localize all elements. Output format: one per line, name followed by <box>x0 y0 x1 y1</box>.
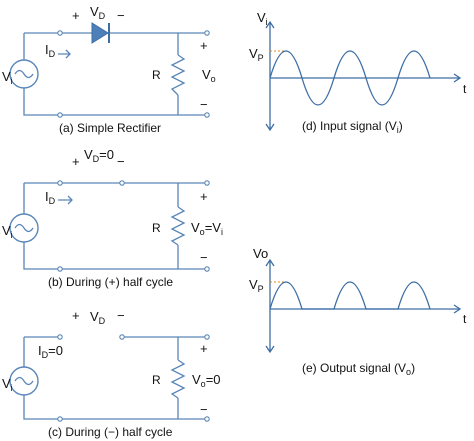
diode-b-minus: − <box>117 154 125 169</box>
graph-e-t-label: t <box>463 312 467 326</box>
diode-a-vd: VD <box>90 4 106 21</box>
source-b-label: Vi <box>2 223 13 240</box>
terminal-a-top <box>204 30 210 36</box>
graph-e-peak-label: VP <box>249 277 264 294</box>
source-c-label: Vi <box>2 376 13 393</box>
circuit-a: + VD − ID Vi R Vo + − (a) Simple Rectifi… <box>2 4 216 135</box>
diode-b-plus: + <box>72 154 80 169</box>
current-arrow-b-icon <box>58 195 73 205</box>
diode-b-vd: VD=0 <box>84 147 114 164</box>
terminal-b-bottom <box>204 266 210 272</box>
resistor-b-label: R <box>152 221 161 235</box>
graph-d-y-label: Vi <box>257 10 268 27</box>
diode-c-minus: − <box>117 308 125 323</box>
node-c2 <box>119 334 125 340</box>
node-c3 <box>57 416 63 422</box>
caption-c: (c) During (−) half cycle <box>48 425 173 439</box>
graph-d-t-label: t <box>463 82 467 96</box>
graph-e-y-axis <box>265 258 275 354</box>
sine-c-icon <box>14 376 34 386</box>
current-a-label: ID <box>45 42 56 59</box>
terminal-a-bottom <box>204 112 210 118</box>
resistor-a-label: R <box>152 68 161 82</box>
diode-c-plus: + <box>72 308 80 323</box>
source-a-label: Vi <box>2 69 13 86</box>
terminal-c-bottom <box>204 416 210 422</box>
circuit-b-wires <box>23 182 207 270</box>
output-b-label: Vo=Vi <box>191 220 223 237</box>
output-a-label: Vo <box>202 67 216 84</box>
circuit-c-wires <box>23 336 207 420</box>
output-half-wave <box>269 281 431 310</box>
node-a2 <box>57 112 63 118</box>
output-c-plus: + <box>200 341 208 356</box>
resistor-c-label: R <box>152 373 161 387</box>
diode-a-minus: − <box>117 8 125 23</box>
output-b-minus: − <box>200 250 208 265</box>
sine-b-icon <box>14 223 34 233</box>
circuit-b: + VD=0 − ID Vi R Vo=Vi + − (b) During (+… <box>2 147 223 289</box>
caption-b: (b) During (+) half cycle <box>48 275 173 289</box>
diode-c-vd: VD <box>90 309 106 326</box>
node-b1 <box>57 180 63 186</box>
caption-a: (a) Simple Rectifier <box>59 121 161 135</box>
current-c-label: ID=0 <box>38 343 63 360</box>
graph-e-y-label: Vo <box>253 246 268 261</box>
caption-e: (e) Output signal (Vo) <box>302 361 415 377</box>
node-b3 <box>57 266 63 272</box>
graph-d: Vi VP t (d) Input signal (Vi) <box>249 10 467 135</box>
output-b-plus: + <box>200 189 208 204</box>
output-a-minus: − <box>200 97 208 112</box>
resistor-a <box>170 54 186 96</box>
diode-a-icon <box>91 22 109 44</box>
caption-d: (d) Input signal (Vi) <box>302 119 403 135</box>
current-arrow-a-icon <box>58 49 71 59</box>
circuit-c: + VD − ID=0 Vi R Vo=0 + − (c) During (−)… <box>2 308 221 439</box>
input-sine-wave <box>269 50 431 106</box>
node-c1 <box>57 334 63 340</box>
node-b2 <box>119 180 125 186</box>
graph-e: Vo VP t (e) Output signal (Vo) <box>249 246 467 377</box>
node-a1 <box>57 30 63 36</box>
output-a-plus: + <box>200 38 208 53</box>
diode-a-plus: + <box>72 8 80 23</box>
circuit-a-wires <box>23 32 207 116</box>
terminal-b-top <box>204 180 210 186</box>
terminal-c-top <box>204 334 210 340</box>
resistor-c <box>170 359 186 399</box>
output-c-label: Vo=0 <box>192 372 221 389</box>
output-c-minus: − <box>200 402 208 417</box>
graph-d-peak-label: VP <box>249 46 264 63</box>
current-b-label: ID <box>45 189 56 206</box>
sine-a-icon <box>14 69 34 79</box>
resistor-b <box>170 206 186 246</box>
